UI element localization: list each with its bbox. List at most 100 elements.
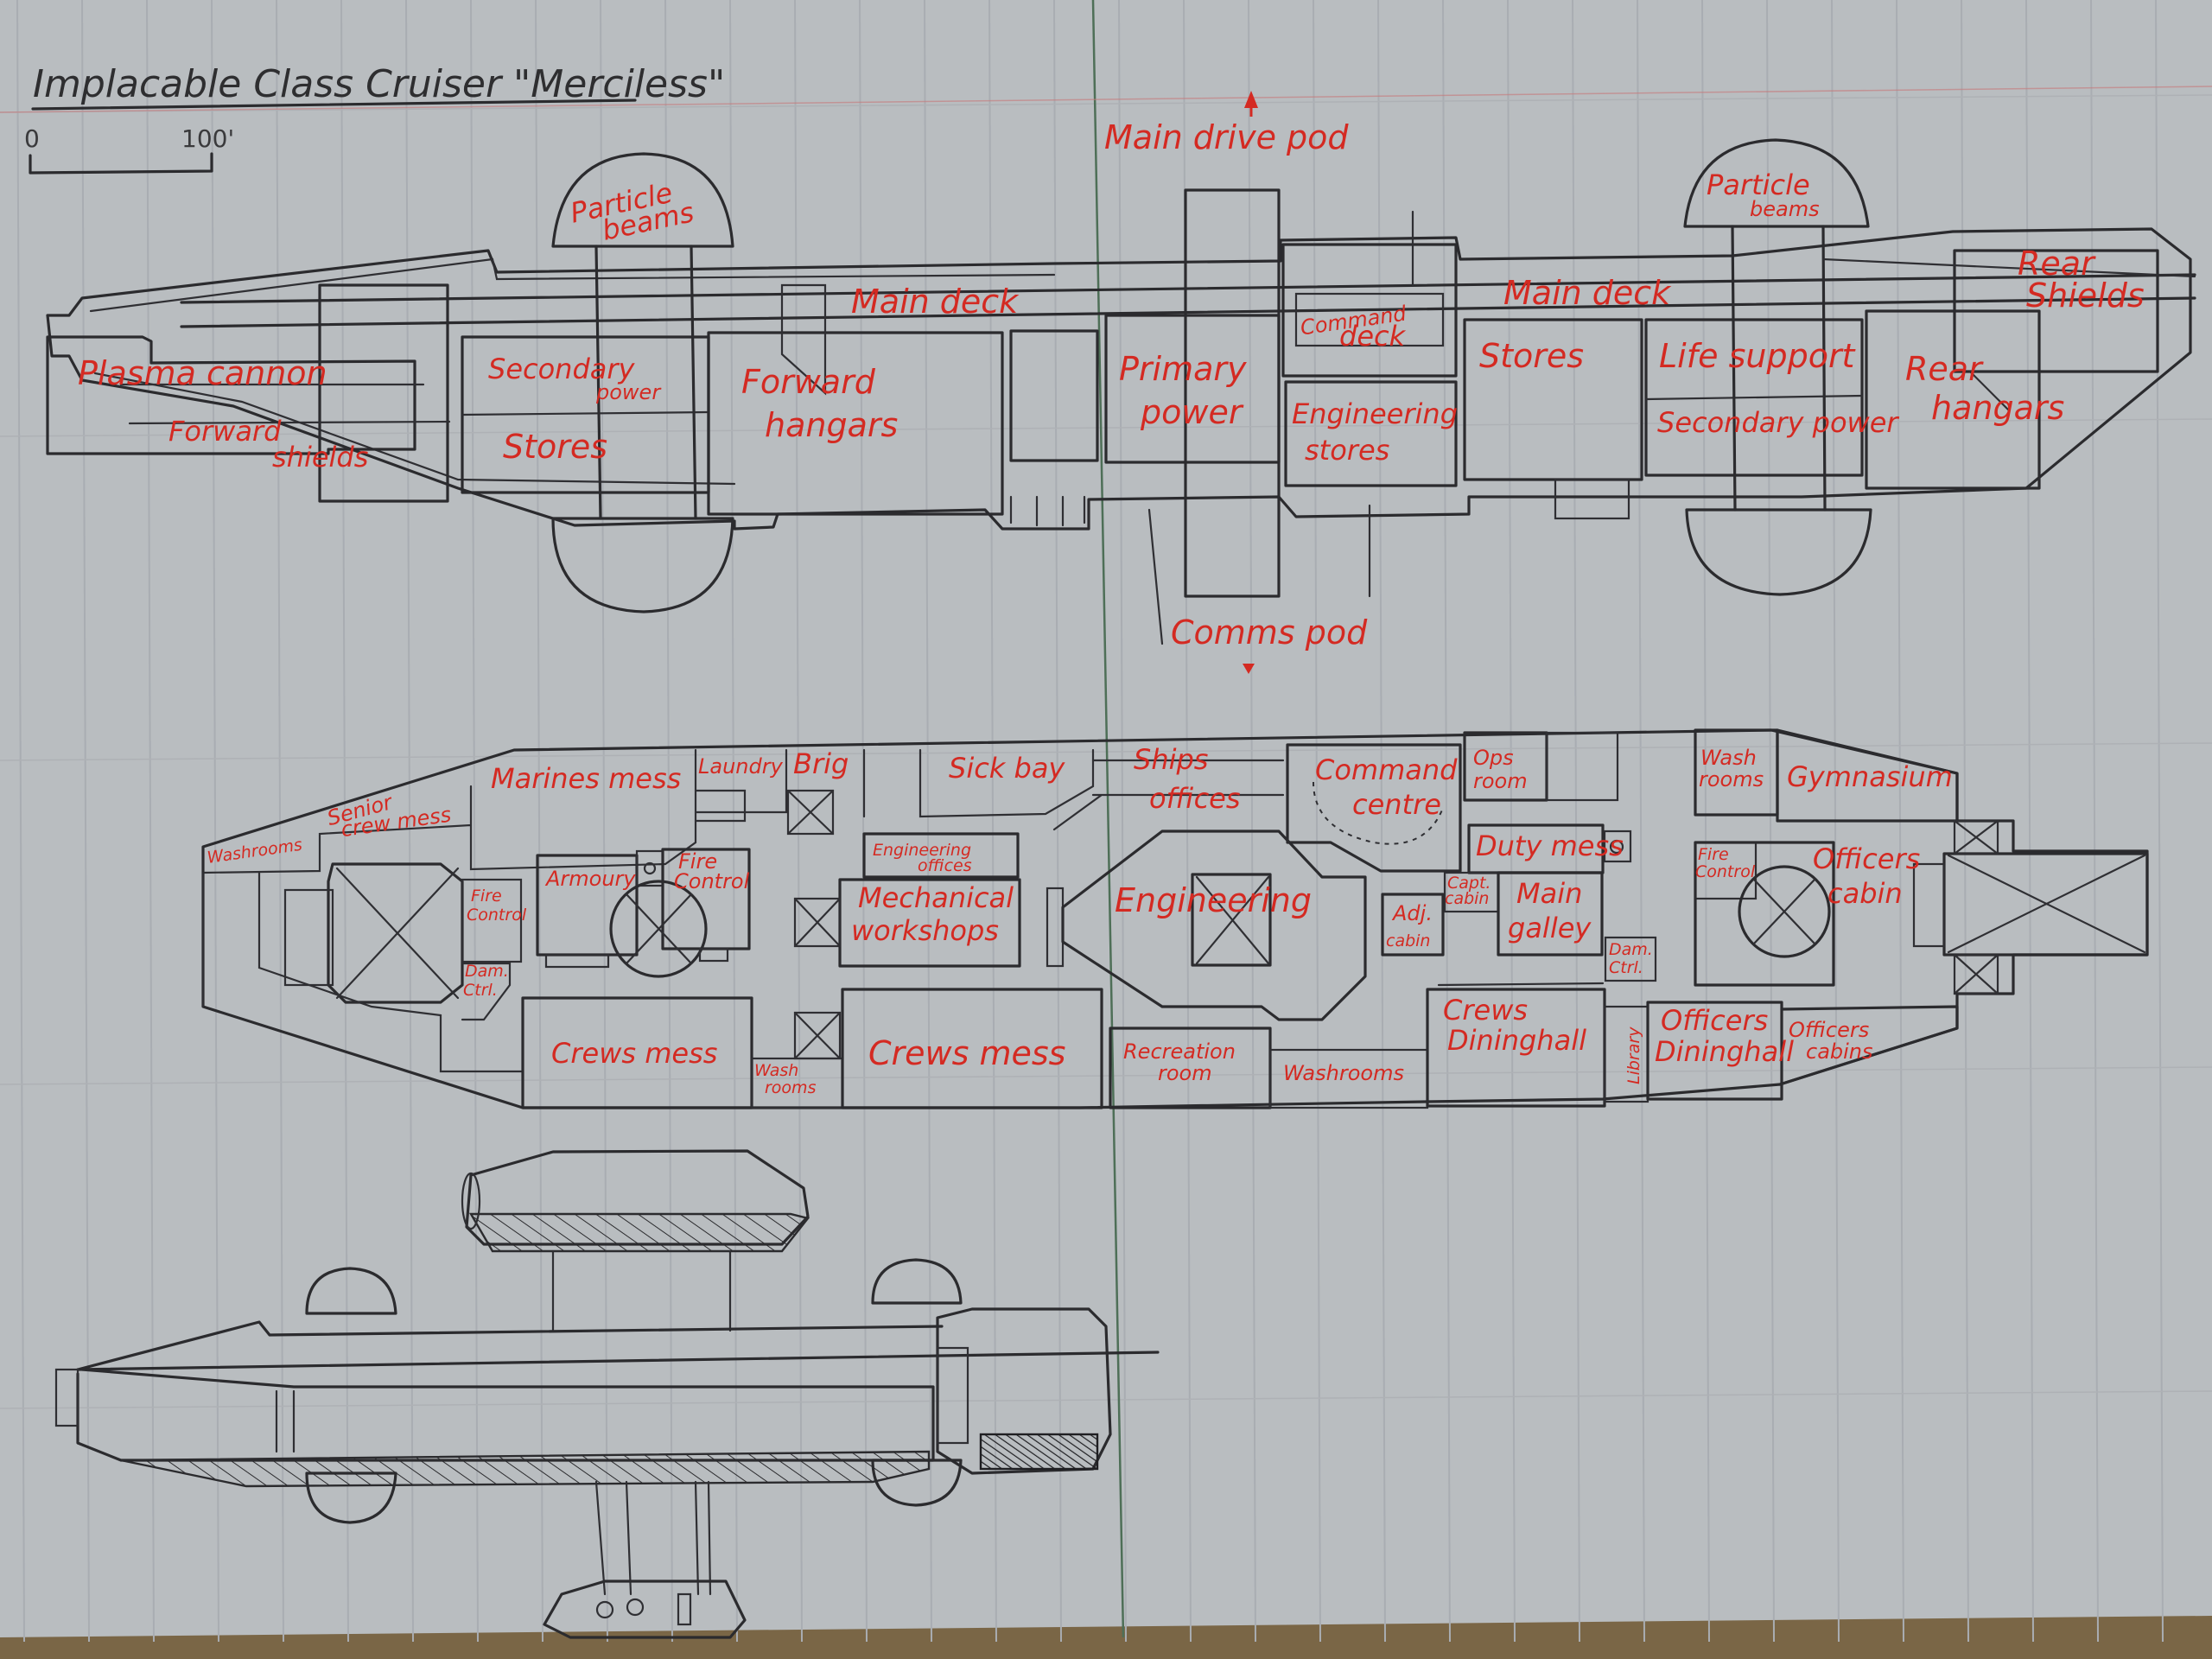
elevation-sketch bbox=[54, 1149, 1160, 1639]
label-ops-room: Ops bbox=[1473, 746, 1514, 770]
fire-control-fwd-room bbox=[461, 878, 523, 963]
elev-nose-cap bbox=[54, 1368, 79, 1427]
elev-engine-exhaust bbox=[979, 1433, 1099, 1471]
label-primary-power-2: power bbox=[1140, 393, 1244, 431]
command-deck-room bbox=[1281, 243, 1458, 378]
label-library: Library bbox=[1624, 1027, 1643, 1084]
label-secondary-power-fwd-2: power bbox=[595, 380, 662, 404]
forward-hangar-chute bbox=[780, 283, 827, 396]
label-crews-dining-hall: Crews bbox=[1443, 994, 1528, 1027]
label-rear-hangars-2: hangars bbox=[1931, 389, 2064, 427]
label-engineering-offices: Engineering bbox=[873, 841, 971, 860]
label-ships-offices: Ships bbox=[1134, 743, 1208, 776]
drive-pod-body bbox=[465, 1149, 810, 1246]
label-main-deck-fwd: Main deck bbox=[851, 283, 1020, 321]
command-centre-room bbox=[1286, 743, 1462, 873]
label-capt-cabin-2: cabin bbox=[1445, 889, 1489, 908]
fwd-beam-shaft-left bbox=[594, 245, 602, 520]
label-mechanical-workshops: Mechanical bbox=[858, 881, 1014, 914]
grid-line-vertical bbox=[1766, 0, 1775, 1643]
grid-line-vertical bbox=[1507, 0, 1516, 1643]
forward-shields-block bbox=[318, 283, 449, 503]
comms-pylon-1 bbox=[594, 1480, 607, 1596]
grid-line-vertical bbox=[1313, 0, 1321, 1643]
label-stores-aft: Stores bbox=[1479, 337, 1584, 375]
crews-mess-mid-room bbox=[841, 988, 1103, 1109]
officers-dining-hall-room bbox=[1646, 1001, 1783, 1101]
hull-inner-lower bbox=[93, 372, 736, 486]
aft-hangar-vestibule bbox=[1912, 862, 1946, 948]
sheet-title: Implacable Class Cruiser "Merciless" bbox=[33, 62, 725, 106]
aft-side-lift-bottom-x2 bbox=[1953, 953, 1999, 995]
secondary-stores-divider bbox=[461, 410, 710, 416]
margin-line bbox=[1091, 0, 1125, 1638]
aft-hangar-lift-x2 bbox=[1947, 854, 2146, 954]
mid-round-lift-x2 bbox=[625, 893, 693, 965]
rear-hangars-room bbox=[1865, 309, 2041, 490]
elev-comms-pod bbox=[543, 1580, 747, 1639]
grid-line-horizontal bbox=[0, 1390, 2212, 1409]
label-forward-hangars: Forward bbox=[741, 363, 876, 401]
command-centre-console bbox=[1313, 781, 1444, 845]
fwd-shield-inner bbox=[128, 420, 451, 425]
laundry-box bbox=[694, 789, 747, 823]
label-engineering-offices-2: offices bbox=[918, 856, 972, 875]
elev-engine-intake bbox=[936, 1346, 969, 1445]
label-crews-mess-mid: Crews mess bbox=[868, 1034, 1065, 1072]
engineering-offices-room bbox=[862, 832, 1020, 879]
rear-shield-beam bbox=[1821, 257, 2196, 278]
life-support-divider bbox=[1644, 394, 1864, 401]
desk-surface bbox=[0, 1616, 2212, 1659]
label-fire-control-mid-2: Control bbox=[674, 869, 750, 893]
label-mechanical-workshops-2: workshops bbox=[851, 914, 999, 947]
scale-end-label: 100' bbox=[181, 124, 234, 153]
grid-line-vertical bbox=[859, 0, 868, 1643]
label-plasma-cannon: Plasma cannon bbox=[78, 354, 327, 392]
label-command-centre-2: centre bbox=[1352, 788, 1441, 821]
life-support-room bbox=[1644, 318, 1864, 477]
label-comms-pod: Comms pod bbox=[1171, 613, 1368, 652]
grid-line-vertical bbox=[2090, 0, 2099, 1643]
workshop-lift bbox=[793, 897, 842, 948]
label-adj-cabin: Adj. bbox=[1391, 901, 1433, 925]
scale-start-label: 0 bbox=[24, 124, 40, 153]
fwd-main-lift bbox=[327, 862, 464, 1004]
aft-round-lift-x2 bbox=[1752, 878, 1816, 945]
label-particle-beams-aft-2: beams bbox=[1750, 197, 1820, 221]
label-primary-power: Primary bbox=[1119, 350, 1247, 388]
grid-line-vertical bbox=[1118, 0, 1127, 1643]
label-command-centre: Command bbox=[1315, 753, 1458, 786]
label-forward-hangars-2: hangars bbox=[765, 406, 898, 444]
hangar-clamps bbox=[1009, 495, 1086, 527]
elev-hull-hatched-keel bbox=[120, 1450, 931, 1488]
label-engineering-stores: Engineering bbox=[1292, 397, 1458, 430]
main-galley-room bbox=[1497, 871, 1604, 957]
label-officers-cabin: Officers bbox=[1813, 842, 1920, 875]
ops-annex bbox=[1545, 731, 1619, 802]
grid-line-vertical bbox=[340, 0, 349, 1643]
grid-line-vertical bbox=[600, 0, 608, 1643]
grid-line-vertical bbox=[1248, 0, 1256, 1643]
comms-pylon-3 bbox=[694, 1480, 700, 1596]
grid-line-vertical bbox=[16, 0, 25, 1643]
label-main-galley: Main bbox=[1516, 877, 1582, 910]
label-life-support: Life support bbox=[1659, 337, 1857, 375]
rear-shields-block bbox=[1953, 249, 2159, 373]
label-wash-rooms-mid-2: rooms bbox=[765, 1078, 817, 1097]
forward-hangars-room bbox=[707, 331, 1004, 516]
label-laundry: Laundry bbox=[698, 754, 784, 779]
aft-beam-shaft-left bbox=[1731, 225, 1737, 512]
elev-dome-aft-bottom bbox=[871, 1459, 963, 1507]
label-sick-bay: Sick bay bbox=[949, 752, 1065, 785]
label-fire-control-aft-2: Control bbox=[1695, 862, 1756, 881]
label-stores-fwd: Stores bbox=[503, 428, 607, 466]
comms-pod-port-3 bbox=[677, 1592, 692, 1626]
label-fire-control-aft: Fire bbox=[1698, 845, 1729, 864]
label-officers-dining-hall: Officers bbox=[1661, 1004, 1768, 1037]
dam-ctrl-fwd-room bbox=[461, 962, 512, 1021]
elev-dome-aft-top bbox=[871, 1258, 963, 1305]
fwd-bottom-beam-dome bbox=[551, 517, 734, 613]
grid-line-horizontal bbox=[0, 94, 2212, 113]
armoury-stairs bbox=[544, 953, 610, 969]
